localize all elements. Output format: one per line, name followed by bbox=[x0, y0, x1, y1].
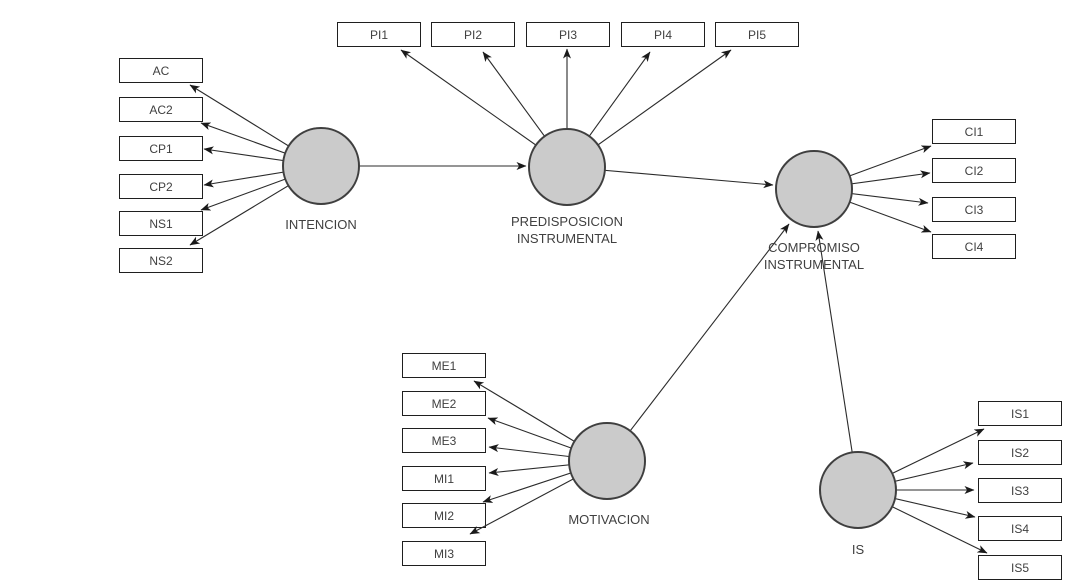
indicator-box-ns1: NS1 bbox=[119, 211, 203, 236]
indicator-box-me1: ME1 bbox=[402, 353, 486, 378]
indicator-box-pi1: PI1 bbox=[337, 22, 421, 47]
latent-node-compromiso bbox=[775, 150, 853, 228]
latent-label-compromiso: COMPROMISO INSTRUMENTAL bbox=[744, 239, 884, 273]
latent-node-intencion bbox=[282, 127, 360, 205]
indicator-box-mi1: MI1 bbox=[402, 466, 486, 491]
latent-label-predisposicion: PREDISPOSICION INSTRUMENTAL bbox=[497, 213, 637, 247]
latent-label-predisposicion-line1: PREDISPOSICION bbox=[511, 214, 623, 229]
indicator-box-is3: IS3 bbox=[978, 478, 1062, 503]
latent-label-compromiso-line1: COMPROMISO bbox=[768, 240, 860, 255]
latent-label-predisposicion-line2: INSTRUMENTAL bbox=[516, 231, 618, 246]
latent-label-is: IS bbox=[851, 542, 865, 557]
indicator-box-is5: IS5 bbox=[978, 555, 1062, 580]
indicator-box-pi4: PI4 bbox=[621, 22, 705, 47]
indicator-box-ci4: CI4 bbox=[932, 234, 1016, 259]
indicator-box-cp1: CP1 bbox=[119, 136, 203, 161]
latent-node-predisposicion bbox=[528, 128, 606, 206]
indicator-box-is4: IS4 bbox=[978, 516, 1062, 541]
indicator-box-me3: ME3 bbox=[402, 428, 486, 453]
indicator-box-mi3: MI3 bbox=[402, 541, 486, 566]
latent-label-compromiso-line2: INSTRUMENTAL bbox=[763, 257, 865, 272]
latent-node-is bbox=[819, 451, 897, 529]
latent-label-intencion: INTENCION bbox=[285, 217, 357, 232]
indicator-box-ci1: CI1 bbox=[932, 119, 1016, 144]
indicator-box-is2: IS2 bbox=[978, 440, 1062, 465]
indicator-box-ac: AC bbox=[119, 58, 203, 83]
indicator-box-pi2: PI2 bbox=[431, 22, 515, 47]
indicator-box-is1: IS1 bbox=[978, 401, 1062, 426]
latent-label-motivacion: MOTIVACION bbox=[568, 512, 650, 527]
indicator-box-mi2: MI2 bbox=[402, 503, 486, 528]
indicator-box-ci2: CI2 bbox=[932, 158, 1016, 183]
latent-node-motivacion bbox=[568, 422, 646, 500]
indicator-box-ns2: NS2 bbox=[119, 248, 203, 273]
indicator-box-ci3: CI3 bbox=[932, 197, 1016, 222]
indicator-box-ac2: AC2 bbox=[119, 97, 203, 122]
indicator-box-cp2: CP2 bbox=[119, 174, 203, 199]
indicator-box-pi5: PI5 bbox=[715, 22, 799, 47]
indicator-box-me2: ME2 bbox=[402, 391, 486, 416]
indicator-box-pi3: PI3 bbox=[526, 22, 610, 47]
